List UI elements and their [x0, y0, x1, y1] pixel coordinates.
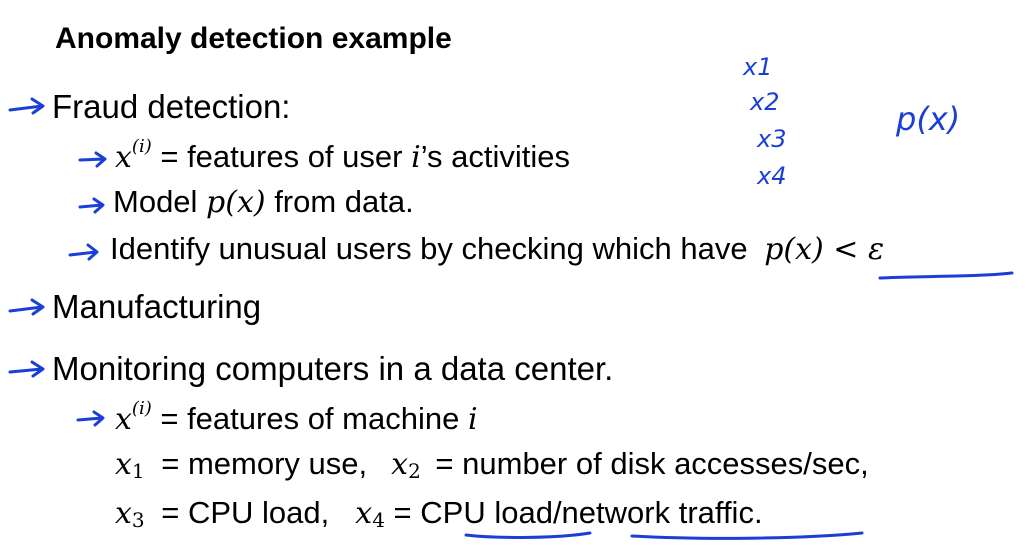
monitoring-row-x1-x2: x1 = memory use,x2 = number of disk acce…	[115, 446, 869, 483]
bullet-fraud-detection: Fraud detection:	[52, 88, 291, 125]
x4-text: = CPU load/network traffic.	[384, 495, 763, 530]
math-x: x	[115, 140, 132, 175]
fraud-item-identify: Identify unusual users by checking which…	[110, 231, 884, 267]
slide-title: Anomaly detection example	[55, 22, 452, 55]
bullet-monitoring: Monitoring computers in a data center.	[52, 350, 614, 387]
fraud-item-model: Model p(x) from data.	[113, 184, 414, 220]
math-subscript: 1	[131, 459, 145, 483]
fraud-features-tail: ’s activities	[420, 139, 570, 174]
math-x3: x	[115, 496, 132, 531]
math-subscript: 2	[408, 459, 421, 483]
identify-text: Identify unusual users by checking which…	[110, 231, 757, 266]
arrow-icon	[8, 97, 107, 427]
math-i: i	[467, 402, 478, 437]
math-x2: x	[391, 447, 409, 482]
math-px: p(x)	[206, 185, 266, 220]
fraud-features-text: = features of user	[151, 139, 412, 174]
x1-text: = memory use,	[152, 446, 368, 481]
math-threshold: p(x) < ε	[764, 232, 885, 267]
math-superscript: (i)	[131, 398, 152, 419]
math-x: x	[115, 402, 132, 437]
monitoring-row-x3-x4: x3 = CPU load,x4 = CPU load/network traf…	[115, 495, 763, 532]
math-x1: x	[115, 447, 132, 482]
hw-px: p(x)	[895, 100, 960, 138]
cpu-load-underline	[464, 531, 592, 539]
math-x4: x	[355, 496, 373, 531]
hw-x2: x2	[749, 88, 779, 116]
network-traffic-underline	[630, 531, 864, 540]
hw-x3: x3	[756, 125, 786, 153]
monitoring-features-text: = features of machine	[151, 401, 468, 436]
x2-text: = number of disk accesses/sec,	[426, 446, 869, 481]
handwritten-feature-list: x1 x2 x3 x4	[742, 53, 786, 190]
math-i: i	[411, 140, 421, 175]
fraud-item-features: x(i) = features of user i’s activities	[115, 136, 570, 175]
math-subscript: 4	[372, 508, 385, 532]
bullet-manufacturing: Manufacturing	[52, 288, 262, 325]
model-text: from data.	[265, 184, 414, 219]
hw-x4: x4	[756, 162, 786, 190]
hw-x1: x1	[742, 53, 772, 81]
x3-text: = CPU load,	[152, 495, 330, 530]
math-superscript: (i)	[131, 136, 152, 157]
monitoring-item-features: x(i) = features of machine i	[115, 398, 478, 437]
threshold-underline	[878, 271, 1014, 280]
model-pre: Model	[113, 184, 207, 219]
math-subscript: 3	[131, 508, 145, 532]
